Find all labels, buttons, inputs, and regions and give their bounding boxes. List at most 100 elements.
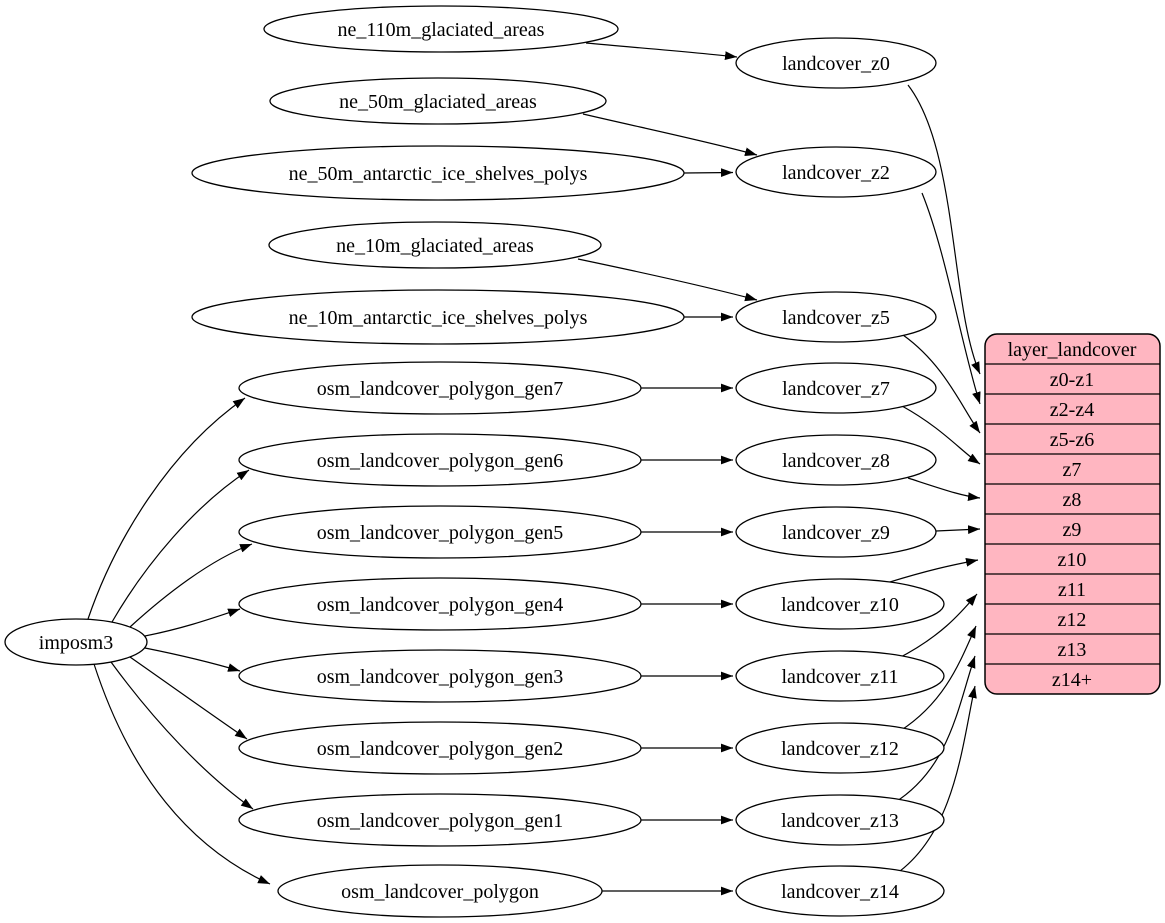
edge-z14-to-row-z14plus <box>895 685 977 875</box>
table-row-z12: z12 <box>1058 609 1087 631</box>
edge-imposm3-to-gen1 <box>110 661 254 810</box>
landcover-z8-ellipse <box>735 434 937 486</box>
edge-z13-to-row-z13 <box>893 655 976 804</box>
osm-landcover-polygon-gen3-ellipse <box>238 649 642 703</box>
node-landcover-z0: landcover_z0 <box>735 37 937 89</box>
ne-50m-antarctic-ice-shelves-polys-label: ne_50m_antarctic_ice_shelves_polys <box>289 163 588 185</box>
edges-imposm3-to-osm-tables <box>87 397 271 885</box>
node-ne-50m-antarctic-ice-shelves-polys: ne_50m_antarctic_ice_shelves_polys <box>191 145 685 201</box>
node-landcover-z12: landcover_z12 <box>735 722 945 774</box>
imposm3-ellipse <box>4 618 148 666</box>
node-ne-50m-glaciated-areas: ne_50m_glaciated_areas <box>269 77 607 125</box>
edge-imposm3-to-polygon <box>93 663 271 885</box>
osm-landcover-polygon-gen7-label: osm_landcover_polygon_gen7 <box>317 378 564 400</box>
edge-imposm3-to-gen6 <box>111 469 250 623</box>
node-ne-110m-glaciated-areas: ne_110m_glaciated_areas <box>263 5 619 53</box>
node-landcover-z14: landcover_z14 <box>735 865 945 917</box>
osm-landcover-polygon-gen4-ellipse <box>238 577 642 631</box>
landcover-z2-ellipse <box>735 146 937 198</box>
landcover-z14-ellipse <box>735 865 945 917</box>
node-osm-landcover-polygon-gen6: osm_landcover_polygon_gen6 <box>238 433 642 487</box>
edges-ne-to-stages <box>577 42 758 322</box>
edge-imposm3-to-gen3 <box>144 647 241 672</box>
ne-10m-antarctic-ice-shelves-polys-label: ne_10m_antarctic_ice_shelves_polys <box>289 307 588 329</box>
edge-z10-to-row-z10 <box>879 557 979 586</box>
table-row-z8: z8 <box>1063 489 1082 511</box>
landcover-z5-ellipse <box>735 291 937 343</box>
edge-z2-to-row-z2-z4 <box>921 192 981 405</box>
edge-z5-to-row-z5-z6 <box>902 334 981 434</box>
landcover-z0-ellipse <box>735 37 937 89</box>
ne-110m-glaciated-areas-ellipse <box>263 5 619 53</box>
node-landcover-z11: landcover_z11 <box>735 650 945 702</box>
landcover-z13-ellipse <box>735 794 945 846</box>
node-ne-10m-glaciated-areas: ne_10m_glaciated_areas <box>268 221 602 269</box>
osm-landcover-polygon-gen2-label: osm_landcover_polygon_gen2 <box>317 738 564 760</box>
osm-landcover-polygon-gen3-label: osm_landcover_polygon_gen3 <box>317 666 564 688</box>
landcover-z5-label: landcover_z5 <box>782 307 890 329</box>
ne-50m-antarctic-ice-shelves-polys-ellipse <box>191 145 685 201</box>
landcover-z7-label: landcover_z7 <box>782 378 890 400</box>
landcover-z7-ellipse <box>735 362 937 414</box>
edge-z12-to-row-z12 <box>899 625 977 732</box>
table-row-z10: z10 <box>1058 549 1087 571</box>
node-osm-landcover-polygon-gen7: osm_landcover_polygon_gen7 <box>238 361 642 415</box>
landcover-z9-label: landcover_z9 <box>782 522 890 544</box>
osm-landcover-polygon-gen6-ellipse <box>238 433 642 487</box>
edge-ne10m-glaciated-to-z5 <box>577 258 758 302</box>
ne-50m-glaciated-areas-ellipse <box>269 77 607 125</box>
landcover-z11-label: landcover_z11 <box>782 666 899 688</box>
landcover-z12-label: landcover_z12 <box>781 738 899 760</box>
edge-imposm3-to-gen7 <box>87 397 246 620</box>
node-landcover-z10: landcover_z10 <box>735 578 945 630</box>
table-row-z5-z6: z5-z6 <box>1050 429 1094 451</box>
node-osm-landcover-polygon: osm_landcover_polygon <box>277 864 603 918</box>
ne-110m-glaciated-areas-label: ne_110m_glaciated_areas <box>338 19 545 41</box>
ne-10m-glaciated-areas-ellipse <box>268 221 602 269</box>
landcover-z0-label: landcover_z0 <box>782 53 890 75</box>
landcover-z8-label: landcover_z8 <box>782 450 890 472</box>
edge-ne50m-glaciated-to-z2 <box>582 113 758 157</box>
osm-landcover-polygon-ellipse <box>277 864 603 918</box>
node-landcover-z9: landcover_z9 <box>735 506 937 558</box>
osm-landcover-polygon-gen5-ellipse <box>238 505 642 559</box>
osm-landcover-polygon-gen1-label: osm_landcover_polygon_gen1 <box>317 810 564 832</box>
landcover-z11-ellipse <box>735 650 945 702</box>
edge-imposm3-to-gen2 <box>129 656 248 740</box>
node-osm-landcover-polygon-gen5: osm_landcover_polygon_gen5 <box>238 505 642 559</box>
node-osm-landcover-polygon-gen2: osm_landcover_polygon_gen2 <box>238 721 642 775</box>
edge-imposm3-to-gen5 <box>129 543 253 628</box>
landcover-z12-ellipse <box>735 722 945 774</box>
edge-ne50m-antarctic-to-z2 <box>683 168 734 178</box>
table-row-z14plus: z14+ <box>1052 669 1092 691</box>
osm-landcover-polygon-gen7-ellipse <box>238 361 642 415</box>
ne-50m-glaciated-areas-label: ne_50m_glaciated_areas <box>339 91 537 113</box>
node-ne-10m-antarctic-ice-shelves-polys: ne_10m_antarctic_ice_shelves_polys <box>191 289 685 345</box>
ne-10m-antarctic-ice-shelves-polys-ellipse <box>191 289 685 345</box>
landcover-z10-ellipse <box>735 578 945 630</box>
osm-landcover-polygon-gen2-ellipse <box>238 721 642 775</box>
landcover-z13-label: landcover_z13 <box>781 810 899 832</box>
landcover-z2-label: landcover_z2 <box>782 162 890 184</box>
node-landcover-z8: landcover_z8 <box>735 434 937 486</box>
table-row-z11: z11 <box>1058 579 1086 601</box>
edge-imposm3-to-gen4 <box>144 608 241 637</box>
node-imposm3: imposm3 <box>4 618 148 666</box>
node-landcover-z2: landcover_z2 <box>735 146 937 198</box>
osm-landcover-polygon-label: osm_landcover_polygon <box>341 881 539 903</box>
osm-landcover-polygon-gen4-label: osm_landcover_polygon_gen4 <box>317 594 564 616</box>
table-row-z13: z13 <box>1058 639 1087 661</box>
table-row-z2-z4: z2-z4 <box>1050 399 1094 421</box>
node-osm-landcover-polygon-gen1: osm_landcover_polygon_gen1 <box>238 793 642 847</box>
edge-z8-to-row-z8 <box>907 477 981 502</box>
table-row-z9: z9 <box>1063 519 1082 541</box>
node-landcover-z5: landcover_z5 <box>735 291 937 343</box>
node-landcover-z7: landcover_z7 <box>735 362 937 414</box>
node-landcover-z13: landcover_z13 <box>735 794 945 846</box>
table-row-z0-z1: z0-z1 <box>1050 369 1094 391</box>
node-osm-landcover-polygon-gen4: osm_landcover_polygon_gen4 <box>238 577 642 631</box>
landcover-z10-label: landcover_z10 <box>781 594 899 616</box>
imposm3-label: imposm3 <box>39 632 113 654</box>
edges-osm-to-stages <box>602 383 733 896</box>
